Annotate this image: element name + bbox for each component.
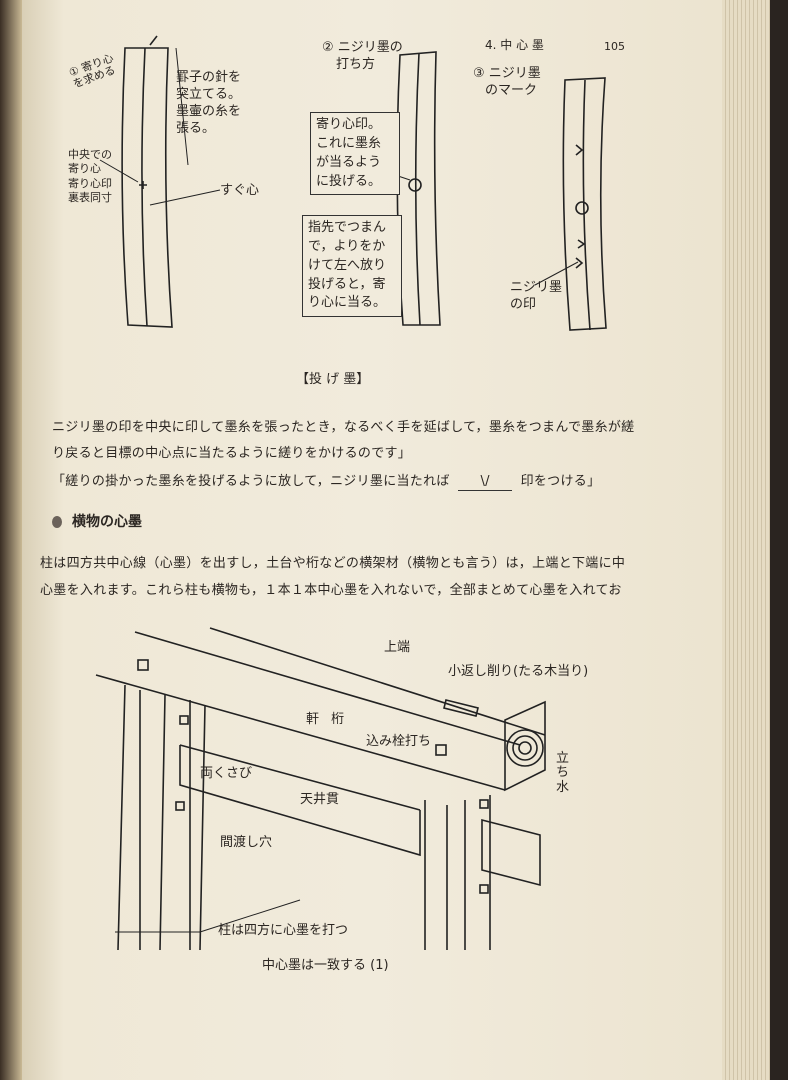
- planed-notch: [443, 699, 479, 717]
- figure-caption-bottom: 中心墨は一致する (1): [262, 958, 389, 973]
- bullet-icon: [52, 516, 62, 528]
- box-line: で，よりをか: [308, 238, 386, 254]
- board-3: [562, 77, 607, 331]
- label-wedge: 両くさび: [200, 766, 253, 781]
- note-line: の印: [510, 296, 537, 312]
- note-line: 罫子の針を: [176, 70, 242, 85]
- note-line: 中央での: [68, 148, 112, 161]
- note-pin: 罫子の針を 突立てる。 墨壷の糸を 張る。: [176, 70, 241, 138]
- paragraph-line: ニジリ墨の印を中央に印して墨糸を張ったとき，なるべく手を延ばして，墨糸をつまんで…: [52, 420, 635, 435]
- note-line: 張る。: [176, 120, 216, 136]
- right-pillars: [424, 795, 491, 950]
- note-line: 寄り心: [68, 162, 101, 176]
- figure-caption-top: 【投 げ 墨】: [296, 372, 370, 387]
- label-pillar-note: 柱は四方に心墨を打つ: [218, 923, 349, 938]
- box-line: 投げると，寄: [308, 276, 386, 292]
- label-line: ③ ニジリ墨: [473, 66, 541, 81]
- body-line: 柱は四方共中心線（心墨）を出すし，土台や桁などの横架材（横物とも言う）は，上端と…: [40, 556, 626, 571]
- board-1: [121, 47, 173, 328]
- note-line: 墨壷の糸を: [176, 103, 242, 119]
- box-line: り心に当る。: [308, 295, 387, 311]
- yori-mark-2: [408, 178, 422, 192]
- note-sugu: すぐ心: [220, 183, 260, 198]
- label-line: のマーク: [485, 82, 538, 98]
- paragraph-line: 「縒りの掛かった墨糸を投げるように放して，ニジリ墨に当たれば \/ 印をつける」: [52, 474, 600, 491]
- box-line: が当るよう: [316, 154, 382, 170]
- section-heading: 横物の心墨: [52, 514, 142, 531]
- label-char: ち: [556, 765, 570, 781]
- label-standing-water: 立 ち 水: [556, 751, 570, 795]
- label-top-edge: 上端: [384, 640, 411, 655]
- label-peg: 込み栓打ち: [366, 734, 432, 749]
- label-char: 水: [556, 779, 570, 795]
- paragraph-text: 「縒りの掛かった墨糸を投げるように放して，ニジリ墨に当たれば: [52, 474, 450, 489]
- box-line: 指先でつまん: [308, 220, 387, 235]
- body-line: 心墨を入れます。これら柱も横物も，１本１本中心墨を入れないで，全部まとめて心墨を…: [40, 583, 622, 598]
- box-line: 寄り心印。: [316, 117, 382, 132]
- label-beam: 軒 桁: [306, 712, 349, 727]
- note-mark: ニジリ墨 の印: [510, 280, 562, 314]
- note-line: 裏表同寸: [68, 190, 112, 204]
- pin-1: [149, 35, 158, 46]
- note-line: 突立てる。: [176, 86, 242, 102]
- board-1-line: [141, 47, 148, 327]
- box-line: けて左へ放り: [308, 257, 387, 273]
- page-edges: [722, 0, 770, 1080]
- beam-end: [504, 700, 546, 792]
- label-hole: 間渡し穴: [220, 835, 273, 850]
- section-title: 横物の心墨: [72, 514, 142, 530]
- note-line: ニジリ墨: [510, 280, 563, 295]
- yori-mark-3: [575, 201, 589, 215]
- label-line: 打ち方: [336, 56, 376, 72]
- label-ceiling: 天井貫: [300, 792, 340, 807]
- page-number: 105: [604, 40, 625, 53]
- step2-label: ② ニジリ墨の 打ち方: [322, 40, 403, 74]
- note-box-yori: 寄り心印。 これに墨糸 が当るよう に投げる。: [310, 112, 400, 196]
- paragraph-line: り戻ると目標の中心点に当たるように縒りをかけるのです」: [52, 446, 412, 461]
- box-line: これに墨糸: [316, 135, 382, 151]
- side-beam: [481, 818, 541, 887]
- note-center: 中央での 寄り心 寄り心印 裏表同寸: [68, 148, 112, 205]
- nijiri-mark-symbol: \/: [458, 474, 513, 491]
- box-line: に投げる。: [316, 173, 382, 189]
- book-spine-shadow: [0, 0, 22, 1080]
- left-pillars: [117, 684, 206, 951]
- step3-label: ③ ニジリ墨 のマーク: [473, 66, 541, 100]
- note-line: 寄り心印: [68, 176, 112, 190]
- label-char: 立: [556, 751, 570, 766]
- running-header: 4. 中 心 墨: [485, 38, 544, 52]
- label-planed: 小返し削り(たる木当り): [448, 664, 589, 679]
- beam-top: [95, 627, 546, 791]
- label-line: ② ニジリ墨の: [322, 40, 403, 55]
- note-box-throw: 指先でつまん で，よりをか けて左へ放り 投げると，寄 り心に当る。: [302, 215, 402, 318]
- ceiling-beam: [179, 744, 421, 857]
- paragraph-text: 印をつける」: [520, 474, 601, 489]
